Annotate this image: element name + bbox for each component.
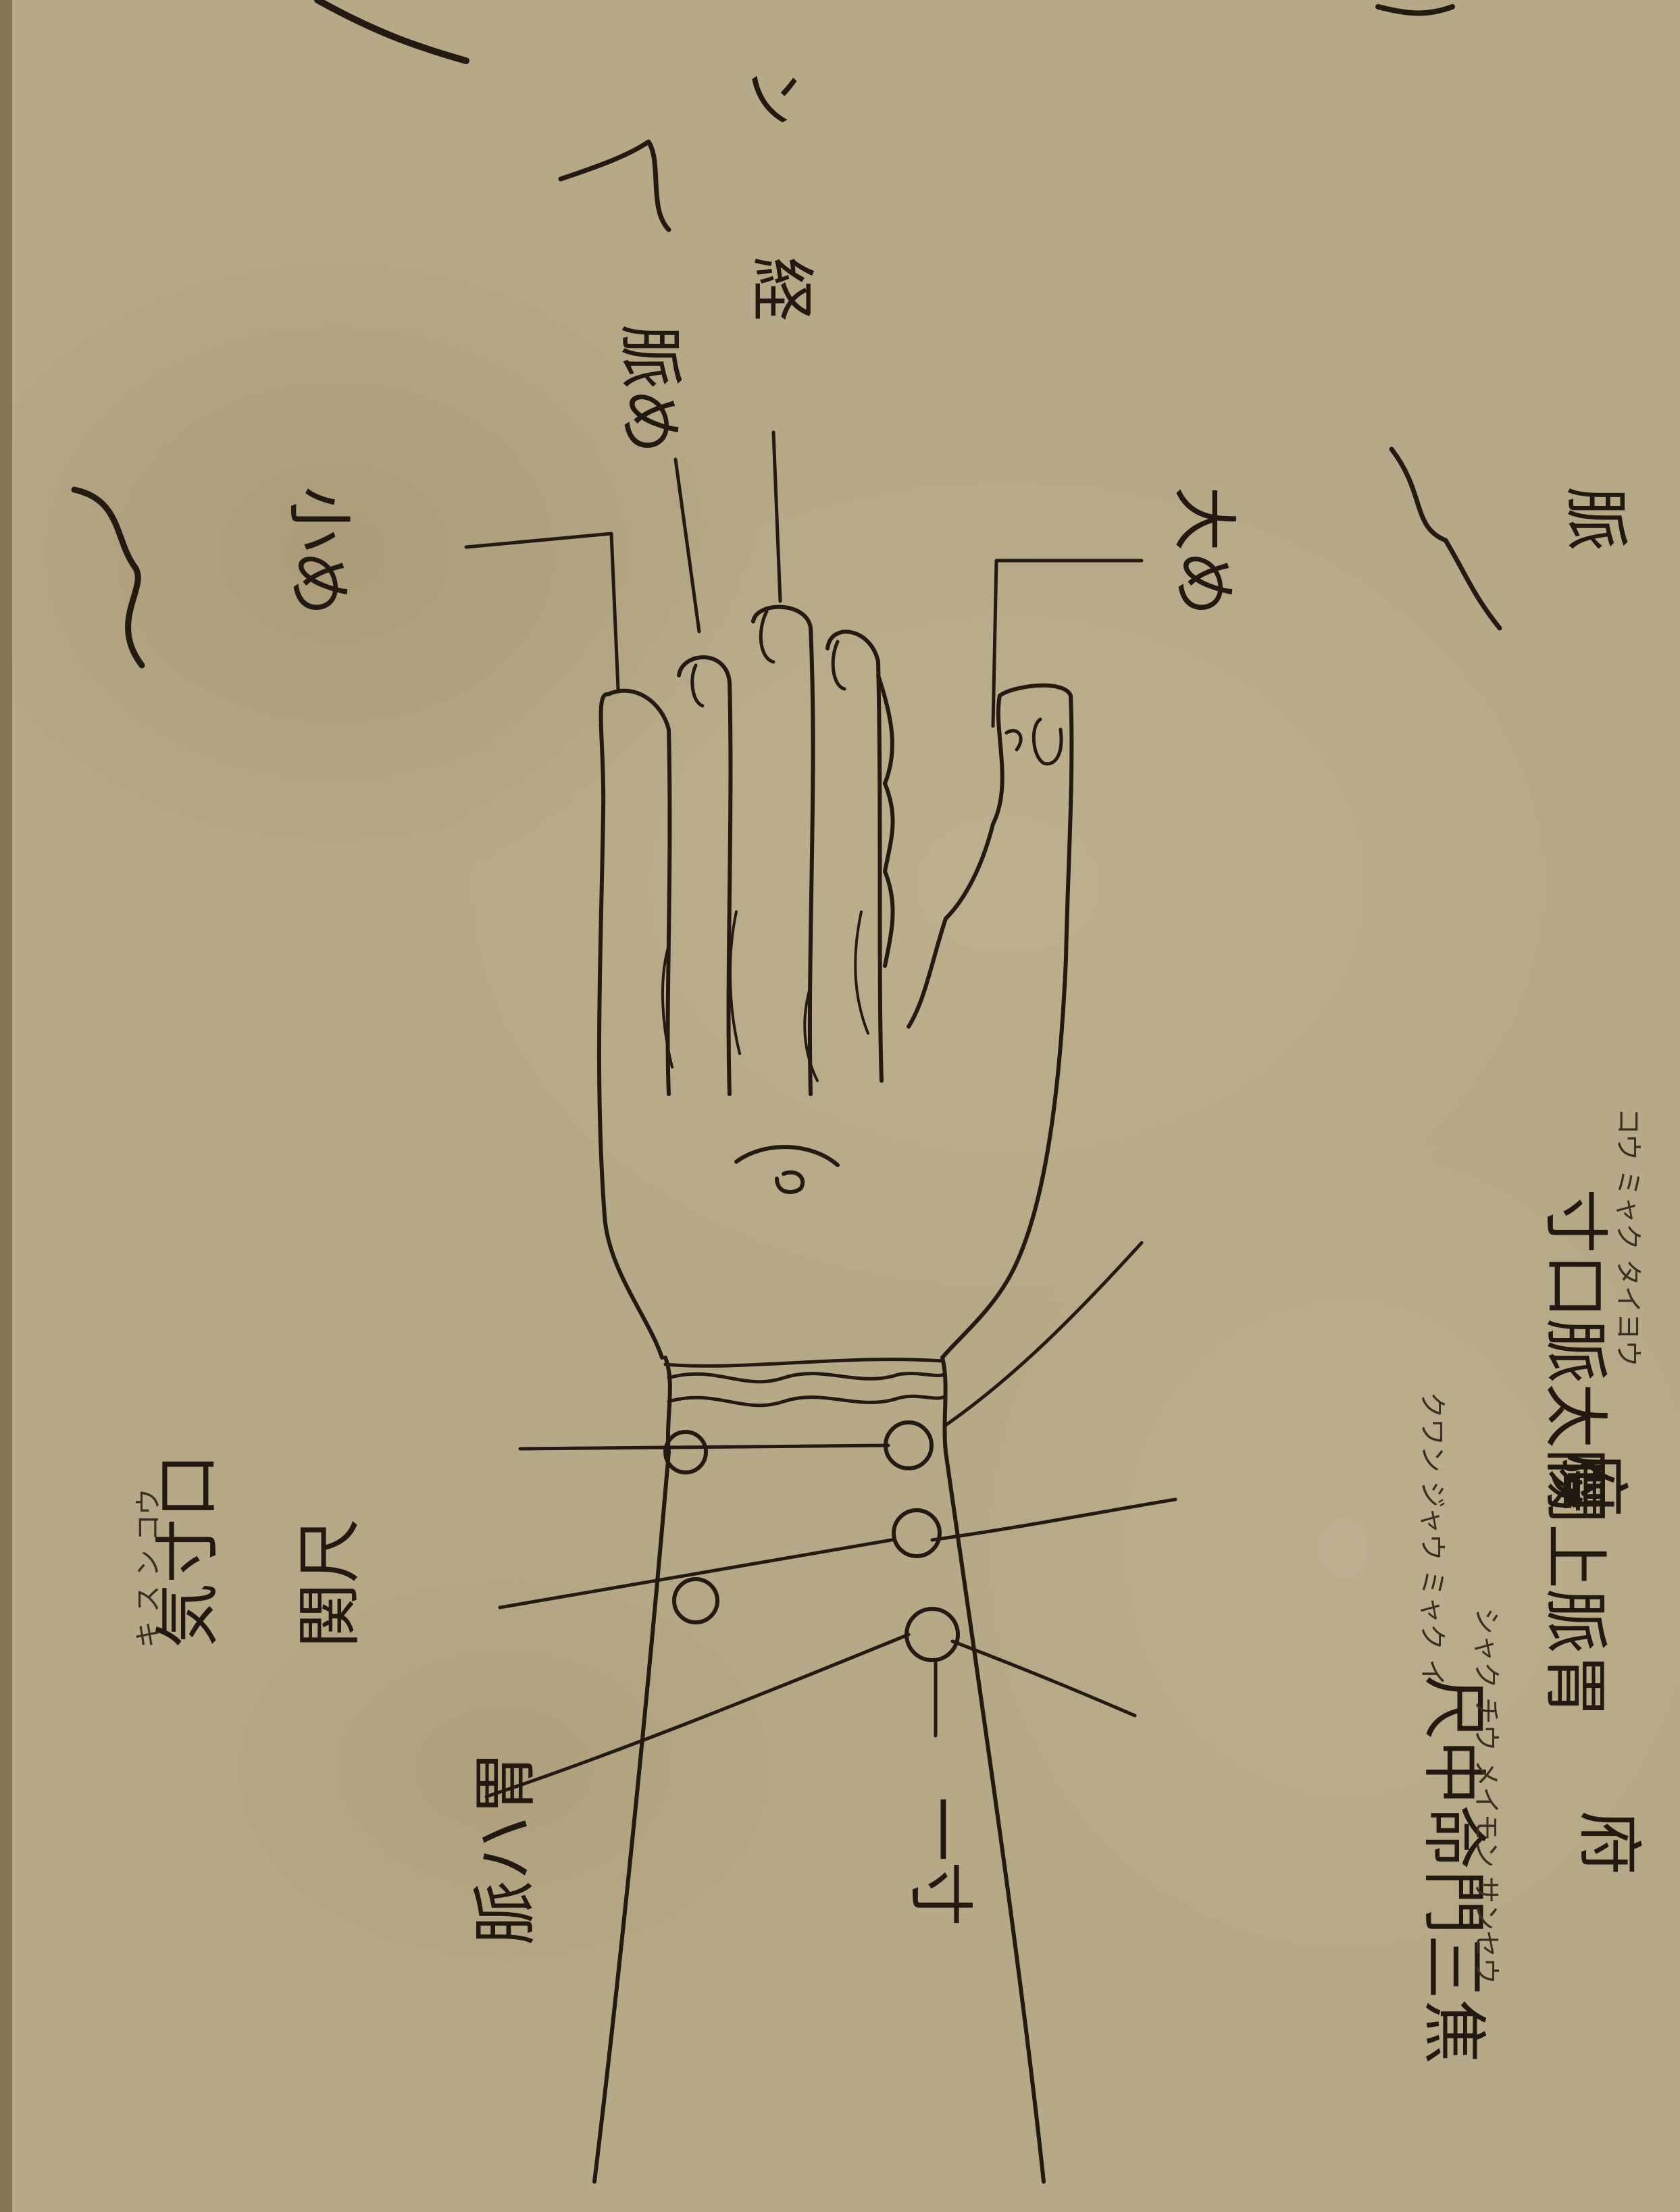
thumb-and-right-edge xyxy=(942,686,1071,1358)
label-left-1: 気寸口 xyxy=(155,1454,222,1648)
pulse-point-right-1 xyxy=(886,1422,932,1468)
top-left-stroke xyxy=(317,0,466,61)
palm-center-mark xyxy=(777,1173,803,1192)
label-wrist-2-reading: クワン ジャウ ミャク イ xyxy=(1418,1391,1446,1686)
label-thumb-right: 脈 xyxy=(1562,486,1628,551)
index-finger-outline xyxy=(828,632,882,1081)
wrist-line-1 xyxy=(665,1360,942,1366)
label-left-2: 関尺 xyxy=(297,1518,363,1648)
thumbnail xyxy=(1034,719,1061,764)
pulse-point-left-2 xyxy=(674,1579,717,1622)
leader-little-finger xyxy=(466,534,618,689)
forearm-left-edge xyxy=(594,1452,669,2182)
leader-left-2 xyxy=(500,1540,892,1607)
leader-left-1 xyxy=(520,1445,888,1449)
crease-2 xyxy=(730,912,740,1054)
little-finger-outline xyxy=(608,691,669,1094)
crease-4 xyxy=(855,912,868,1033)
label-middle-finger: 経 xyxy=(748,257,814,321)
leader-left-3 xyxy=(486,1635,909,1797)
leader-wrist-2 xyxy=(932,1499,1175,1540)
label-thumb: 大め xyxy=(1170,486,1236,616)
label-far-right-1: 府 xyxy=(1562,1452,1628,1517)
label-little-finger: 小め xyxy=(285,486,351,616)
ring-fingernail xyxy=(692,665,703,706)
label-forearm: 一寸 xyxy=(907,1797,973,1926)
label-left-3: 脈ハ胃 xyxy=(473,1751,539,1945)
label-middle-finger-small: ン xyxy=(743,68,804,127)
leader-middle-finger xyxy=(773,432,780,601)
wrist-wave-2 xyxy=(669,1396,944,1405)
leader-wrist-1 xyxy=(946,1243,1142,1425)
label-wrist-1-reading: コウ ミャク タイヨウ xyxy=(1614,1108,1641,1367)
top-flourish-1 xyxy=(561,142,669,230)
thumb-mark xyxy=(1007,731,1021,750)
pulse-point-right-3 xyxy=(907,1609,958,1660)
right-flourish xyxy=(1392,449,1500,628)
label-ring-finger: 脈め xyxy=(616,324,682,454)
ring-finger-outline xyxy=(679,657,730,1094)
wrist-right-edge xyxy=(942,1358,946,1452)
top-right-stroke xyxy=(1378,7,1452,13)
palm-crease xyxy=(736,1147,838,1165)
left-flourish xyxy=(74,490,142,665)
label-far-right-2: 府 xyxy=(1575,1810,1641,1875)
wrist-wave-1 xyxy=(669,1374,944,1382)
label-wrist-3-reading: シャク チウ メイモン サンセウ xyxy=(1472,1607,1500,1984)
label-left-1-reading: キ ス ン コウ xyxy=(135,1488,163,1648)
pulse-point-right-2 xyxy=(894,1510,940,1556)
pulse-point-left-1 xyxy=(665,1432,706,1472)
thumb-inner-edge xyxy=(909,696,1002,1027)
index-fingernail xyxy=(833,642,844,689)
leader-thumb xyxy=(993,561,1142,726)
hand-left-edge xyxy=(599,694,662,1358)
leader-ring-finger xyxy=(676,459,699,632)
middle-fingernail xyxy=(761,611,773,662)
